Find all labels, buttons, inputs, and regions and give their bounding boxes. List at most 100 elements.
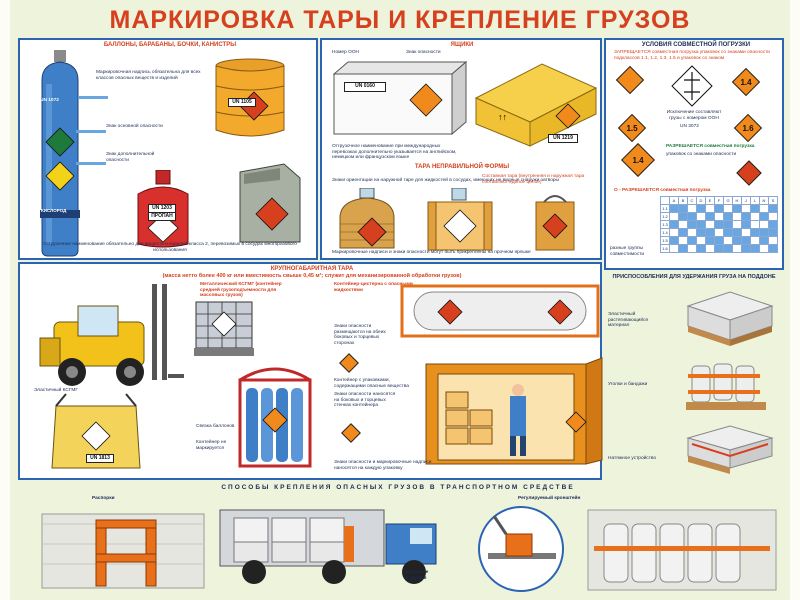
caption-spacers: Распорки [92, 496, 115, 501]
conditions-un-exception: UN 3072 [680, 124, 699, 129]
caption-shipping-name: Отгрузочное наименование обязательно для… [43, 242, 297, 253]
panel-large-title: КРУПНОГАБАРИТНАЯ ТАРА [270, 266, 354, 272]
panel-holders: ПРИСПОСОБЛЕНИЯ ДЛЯ УДЕРЖАНИЯ ГРУЗА НА ПО… [604, 272, 784, 480]
wooden-crate: ↑↑ [474, 63, 598, 147]
arrow-marking [78, 96, 108, 99]
table-row: 1.2 [660, 212, 778, 221]
tensioned-pallet [686, 425, 774, 474]
spacer-frame [41, 513, 205, 589]
diamond-red-small [736, 160, 762, 186]
stretch-wrapped-pallet [686, 291, 774, 346]
panel-cylinders-title: БАЛЛОНЫ, БАРАБАНЫ, БОЧКИ, КАНИСТРЫ [103, 42, 237, 48]
conditions-title: УСЛОВИЯ СОВМЕСТНОЙ ПОГРУЗКИ [641, 42, 751, 48]
caption-box-each-package: Знаки опасности и маркировочные надписи … [334, 460, 432, 471]
cardboard-box [332, 60, 468, 136]
poster: МАРКИРОВКА ТАРЫ И КРЕПЛЕНИЕ ГРУЗОВ БАЛЛО… [10, 0, 790, 600]
conditions-legend: О - РАЗРЕШАЕТСЯ совместная погрузка [614, 188, 711, 193]
caption-box-container: Контейнер с упаковками, содержащими опас… [334, 378, 409, 389]
poster-title: МАРКИРОВКА ТАРЫ И КРЕПЛЕНИЕ ГРУЗОВ [109, 6, 691, 34]
table-row-header: 1.6 [660, 244, 670, 253]
caption-box-signs: Знаки опасности наносятся на боковых и т… [334, 392, 396, 409]
svg-text:↑↑: ↑↑ [498, 112, 507, 122]
conditions-row-note: разные группы совместимости [610, 246, 645, 257]
truck [219, 509, 437, 584]
diamond-orange-1 [615, 65, 645, 95]
caption-un-number: Номер ООН [332, 50, 360, 55]
hazard-diamond-container [341, 423, 361, 443]
table-row-header: 1.2 [660, 212, 670, 221]
canister-name-label: ПРОПАН [148, 212, 176, 221]
irregular-title: ТАРА НЕПРАВИЛЬНОЙ ФОРМЫ [414, 164, 510, 170]
table-row: 1.1 [660, 204, 778, 213]
table-col-header: L [750, 196, 760, 205]
caption-combined: Составная тара (внутренняя и наружная та… [482, 174, 585, 185]
box-un-label: UN 0160 [344, 82, 386, 92]
gas-cylinder [40, 50, 80, 257]
table-row: 1.4 [660, 228, 778, 237]
caption-additional-hazard: Знак дополнительной опасности [106, 152, 155, 163]
caption-shipping-languages: Отгрузочное наименование при международн… [332, 144, 457, 161]
table-col-header: B [678, 196, 688, 205]
crated-bottle [427, 188, 493, 251]
holders-tensioner-caption: Натяжное устройство [608, 456, 657, 461]
holders-stretch-caption: Эластичный растягивающийся материал [608, 312, 649, 329]
caption-tank-signs: Знаки опасности размещаются на обеих бок… [334, 324, 386, 346]
cylinder-name-label: КИСЛОРОД [41, 208, 67, 213]
panel-boxes: ЯЩИКИ Номер ООН Знак опасности UN 0160 О… [320, 38, 602, 260]
arrow-additional-hazard [76, 162, 106, 165]
crate-un-label: UN 1219 [548, 134, 578, 143]
table-col-header: S [768, 196, 778, 205]
caption-container-unmarked: Контейнер не маркируется [196, 440, 227, 451]
table-col-header: H [732, 196, 742, 205]
conditions-allowed: РАЗРЕШАЕТСЯ совместная погрузка [666, 144, 755, 149]
metal-ibc [194, 301, 254, 356]
caption-hazard-sign: Знак опасности [406, 50, 441, 55]
table-header-row: A B C D E F G H J L N S [660, 196, 778, 205]
table-row-header: 1.4 [660, 228, 670, 237]
compatibility-table: A B C D E F G H J L N S 1.1 1.2 1.3 1.4 … [660, 196, 778, 253]
holders-corners-caption: Уголки и бандажи [608, 382, 648, 387]
jerrycan [239, 163, 301, 243]
table-col-header: N [759, 196, 769, 205]
caption-main-hazard: Знак основной опасности [106, 124, 163, 129]
table-row-header: 1.1 [660, 204, 670, 213]
flexible-ibc [51, 393, 141, 469]
table-row: 1.3 [660, 220, 778, 229]
bracket-detail [478, 506, 564, 592]
caption-tag: Маркировочные надписи и знаки опасности … [332, 250, 531, 255]
panel-boxes-title: ЯЩИКИ [450, 42, 474, 48]
diamond-1-4: 1.4 [731, 67, 761, 97]
cylinder-bundle [238, 367, 312, 468]
table-row: 1.6 [660, 244, 778, 253]
flexible-ibc-un: UN 1813 [86, 454, 114, 463]
wicker-bottle [339, 188, 395, 249]
table-row-header: 1.3 [660, 220, 670, 229]
caption-flexible-ibc: Эластичный КСГМГ [34, 388, 78, 393]
bracket-overview [587, 509, 777, 591]
diamond-1-5: 1.5 [617, 113, 647, 143]
shipping-container [425, 357, 603, 465]
panel-cylinders: БАЛЛОНЫ, БАРАБАНЫ, БОЧКИ, КАНИСТРЫ UN 10… [18, 38, 318, 260]
panel-large-subtitle: (масса нетто более 400 кг или вместимост… [162, 273, 462, 279]
conditions-exception: Исключение составляют грузы с номером ОО… [666, 110, 722, 121]
caption-bundle: Связка баллонов [196, 424, 235, 429]
class1-explosive-icon [671, 65, 713, 107]
diamond-1-6: 1.6 [733, 113, 763, 143]
caption-marking-required: Маркировочная надпись обязательна для вс… [96, 70, 201, 81]
barrel-un-label: UN 1105 [228, 98, 256, 107]
table-row-header: 1.5 [660, 236, 670, 245]
table-col-header: A [669, 196, 679, 205]
forklift [39, 284, 184, 386]
fasteners-title: СПОСОБЫ КРЕПЛЕНИЯ ОПАСНЫХ ГРУЗОВ В ТРАНС… [221, 484, 575, 491]
metal-can [535, 195, 575, 251]
tank-container [400, 284, 600, 338]
caption-bracket: Регулируемый кронштейн [518, 496, 581, 501]
table-col-header: D [696, 196, 706, 205]
hazard-diamond-small [339, 353, 359, 373]
cylinder-un-label: UN 1072 [40, 98, 59, 103]
table-col-header: C [687, 196, 697, 205]
caption-tank: Контейнер-цистерна с опасными жидкостями [334, 282, 413, 293]
conditions-forbidden: ЗАПРЕЩАЕТСЯ совместная погрузка упаковок… [614, 50, 770, 61]
table-col-header: G [723, 196, 733, 205]
caption-metal-ibc: Металлический КСГМГ (контейнер средней г… [200, 282, 282, 299]
